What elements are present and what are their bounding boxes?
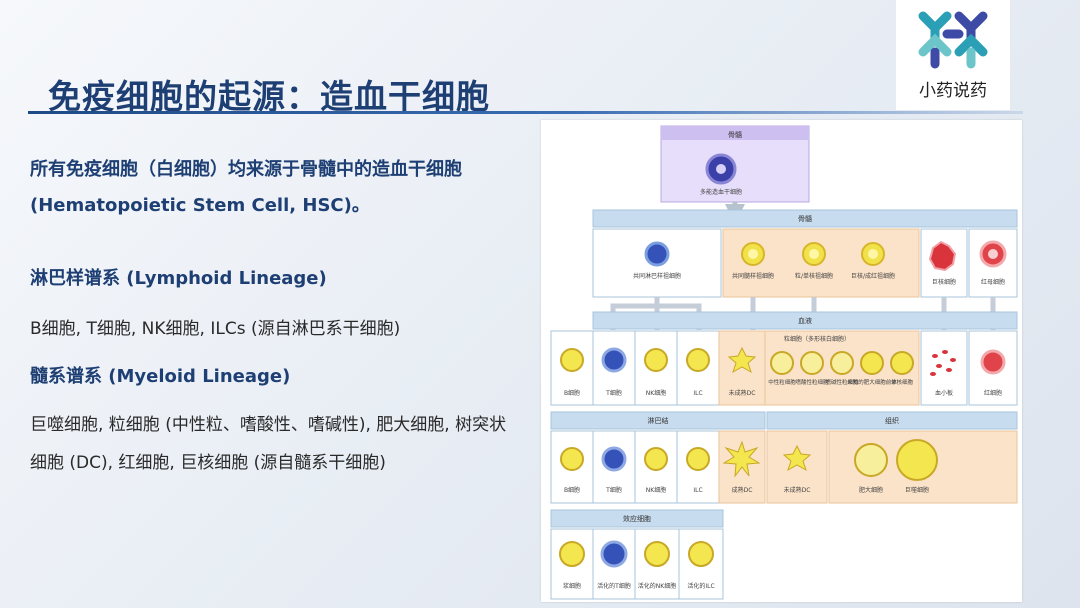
- mast-precursor-label: 未知的肥大细胞前体: [847, 378, 897, 386]
- page-title: 免疫细胞的起源：造血干细胞: [48, 77, 490, 116]
- brand-logo: 小药说药: [896, 0, 1010, 110]
- blood-row: B细胞 T细胞 NK细胞 ILC 未成熟DC 粒细胞（多形核白细胞） 中性粒细胞…: [550, 330, 1018, 406]
- cmp-label: 共同髓样祖细胞: [732, 272, 774, 280]
- clp-label: 共同淋巴样祖细胞: [633, 272, 681, 280]
- blood-nk-cell: [644, 348, 668, 372]
- mep-nucleus: [868, 249, 878, 259]
- basophil-cell: [830, 351, 854, 375]
- blood-ilc-cell: [686, 348, 710, 372]
- activated-ilc-label: 活化的ILC: [687, 582, 714, 590]
- lymph-t-label: T细胞: [605, 486, 622, 494]
- neutrophil-label: 中性粒细胞: [768, 378, 796, 386]
- mep-label: 巨核/成红祖细胞: [851, 272, 895, 280]
- granulocyte-header: 粒细胞（多形核白细胞）: [784, 335, 850, 343]
- blood-nk-label: NK细胞: [646, 389, 666, 397]
- hematopoiesis-diagram: 骨髓 多能造血干细胞 骨髓 共同淋巴样祖细胞 共同髓样祖细胞 粒/单核祖细胞 巨…: [541, 120, 1022, 602]
- rbc-label: 红细胞: [984, 389, 1002, 397]
- effector-band: [550, 509, 724, 528]
- hsc-box-label: 骨髓: [728, 130, 742, 139]
- tissue-idc-box: [766, 430, 828, 504]
- neutrophil-cell: [770, 351, 794, 375]
- blood-ilc-label: ILC: [693, 390, 702, 397]
- activated-ilc-cell: [688, 541, 714, 567]
- blood-b-cell: [560, 348, 584, 372]
- lymph-b-label: B细胞: [564, 486, 580, 494]
- activated-nk-cell: [644, 541, 670, 567]
- plasma-cell: [559, 541, 585, 567]
- hsc-label: 多能造血干细胞: [700, 188, 742, 196]
- cmp-nucleus: [748, 249, 758, 259]
- platelet-box: [920, 330, 968, 406]
- intro-text: 所有免疫细胞（白细胞）均来源于骨髓中的造血干细胞 (Hematopoietic …: [30, 159, 462, 216]
- activated-t-cell: [600, 540, 628, 568]
- lymph-band: [550, 411, 766, 430]
- logo-mark-icon: [918, 11, 988, 69]
- lymph-label: 淋巴结: [648, 416, 669, 425]
- megakaryocyte-label: 巨核细胞: [932, 278, 956, 286]
- plasma-label: 浆细胞: [563, 582, 581, 590]
- lymph-t-cell: [601, 446, 627, 472]
- tissue-idc-cell: [782, 444, 812, 472]
- blood-idc-box: [718, 330, 766, 406]
- tissue-band: [766, 411, 1018, 430]
- myeloid-text: 巨噬细胞, 粒细胞 (中性粒、嗜酸性、嗜碱性), 肥大细胞, 树突状细胞 (DC…: [30, 415, 507, 473]
- blood-idc-cell: [727, 346, 757, 374]
- macrophage-label: 巨噬细胞: [905, 486, 929, 494]
- lymph-mdc-label: 成熟DC: [732, 486, 753, 494]
- activated-t-label: 活化的T细胞: [597, 582, 631, 590]
- bone-marrow-label: 骨髓: [798, 214, 812, 223]
- mast-cell-label: 肥大细胞: [859, 486, 883, 494]
- bone-marrow-band: [592, 209, 1018, 228]
- clp-cell: [644, 241, 670, 267]
- eosinophil-cell: [800, 351, 824, 375]
- platelet-label: 血小板: [935, 389, 953, 397]
- lymph-b-cell: [560, 447, 584, 471]
- blood-band: [592, 311, 1018, 330]
- basophil-label: 嗜碱性粒细胞: [825, 378, 859, 386]
- lymph-mdc-cell: [722, 440, 761, 478]
- eosinophil-label: 嗜酸性粒细胞: [795, 378, 829, 386]
- title-underline: [28, 111, 1023, 114]
- erythroblast-label: 红母细胞: [981, 278, 1005, 286]
- activated-nk-label: 活化的NK细胞: [638, 582, 676, 590]
- mast-precursor-cell: [860, 351, 884, 375]
- monocyte-cell: [890, 351, 914, 375]
- lymph-nk-label: NK细胞: [646, 486, 666, 494]
- blood-t-cell: [601, 347, 627, 373]
- rbc-cell: [980, 349, 1006, 375]
- gmp-nucleus: [809, 249, 819, 259]
- lymphoid-text: B细胞, T细胞, NK细胞, ILCs (源自淋巴系干细胞): [30, 319, 401, 339]
- lymphoid-heading: 淋巴样谱系 (Lymphoid Lineage): [30, 268, 327, 289]
- hematopoiesis-svg: 骨髓 多能造血干细胞 骨髓 共同淋巴样祖细胞 共同髓样祖细胞 粒/单核祖细胞 巨…: [550, 125, 1018, 600]
- erythroblast-nucleus: [988, 249, 998, 259]
- gmp-label: 粒/单核祖细胞: [795, 272, 833, 280]
- blood-label: 血液: [798, 316, 812, 325]
- blood-b-label: B细胞: [564, 389, 580, 397]
- platelet-cells: [930, 350, 956, 376]
- lymph-nk-cell: [644, 447, 668, 471]
- monocyte-label: 单核细胞: [891, 378, 914, 386]
- myeloid-heading: 髓系谱系 (Myeloid Lineage): [30, 366, 291, 387]
- hsc-box-header: [661, 126, 809, 140]
- tissue-label: 组织: [885, 416, 899, 425]
- lymph-ilc-cell: [686, 447, 710, 471]
- blood-idc-label: 未成熟DC: [729, 389, 756, 397]
- logo-text: 小药说药: [919, 81, 987, 101]
- macrophage-cell: [896, 439, 938, 481]
- tissue-idc-label: 未成熟DC: [784, 486, 811, 494]
- lymph-ilc-label: ILC: [693, 487, 702, 494]
- effector-label: 效应细胞: [623, 514, 651, 523]
- blood-t-label: T细胞: [605, 389, 622, 397]
- megakaryocyte-cell: [928, 240, 957, 272]
- hsc-nucleus: [716, 164, 726, 174]
- mast-cell: [854, 443, 888, 477]
